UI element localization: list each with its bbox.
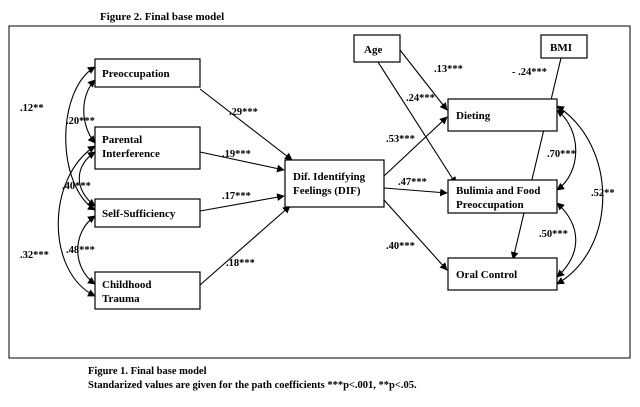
caption-line-2: Standarized values are given for the pat…: [88, 380, 417, 391]
corr-value-preoccupation-selfsufficiency: .12**: [20, 103, 44, 114]
node-label: Parental: [102, 134, 142, 146]
corr-dieting-oral: [556, 105, 604, 285]
node-label: BMI: [550, 42, 572, 54]
node-preoccupation: Preoccupation: [94, 58, 201, 88]
node-dieting: Dieting: [447, 98, 558, 132]
coef-parental-dif: .19***: [222, 149, 251, 160]
coef-dif-bulimia: .47***: [398, 177, 427, 188]
node-bmi: BMI: [540, 34, 588, 59]
corr-value-parental-selfsufficiency: .40***: [62, 181, 91, 192]
path-selfsufficiency-to-dif: [199, 193, 285, 212]
corr-value-parental-trauma: .32***: [20, 250, 49, 261]
coef-dif-dieting: .53***: [386, 134, 415, 145]
node-oral-control: Oral Control: [447, 257, 558, 291]
coef-dif-oral: .40***: [386, 241, 415, 252]
path-preoccupation-to-dif: [199, 88, 293, 161]
node-label: Oral Control: [456, 269, 517, 281]
path-parental-to-dif: [199, 151, 285, 173]
coef-age-dieting: .13***: [434, 64, 463, 75]
path-bmi-to-oral: [510, 57, 562, 260]
corr-value-preoccupation-parental: .20***: [66, 116, 95, 127]
path-coefficients: .29*** .19*** .17*** .18*** .53*** .47**…: [222, 64, 547, 269]
node-label: Bulimia and Food: [456, 185, 540, 197]
corr-parental-trauma: [57, 145, 96, 297]
path-dif-to-oral: [383, 199, 448, 271]
coef-selfsufficiency-dif: .17***: [222, 191, 251, 202]
corr-preoccupation-selfsufficiency: [65, 66, 96, 211]
corr-selfsufficiency-trauma: [77, 215, 96, 285]
node-label: Trauma: [102, 293, 140, 305]
corr-value-dieting-bulimia: .70***: [547, 149, 576, 160]
node-label: Preoccupation: [102, 68, 170, 80]
node-label: Childhood: [102, 279, 152, 291]
path-age-to-dieting: [399, 49, 448, 111]
node-bulimia: Bulimia and Food Preoccupation: [447, 179, 558, 214]
node-dif: Dif. Identifying Feelings (DIF): [284, 159, 385, 208]
node-parental-interference: Parental Interference: [94, 126, 201, 170]
coef-trauma-dif: .18***: [226, 258, 255, 269]
corr-value-bulimia-oral: .50***: [539, 229, 568, 240]
node-label: Dieting: [456, 110, 491, 122]
node-label: Dif. Identifying: [293, 171, 366, 183]
edges: [57, 49, 604, 297]
path-age-to-bulimia: [377, 61, 457, 185]
path-trauma-to-dif: [199, 205, 291, 286]
corr-preoccupation-parental: [83, 79, 96, 144]
figure-title: Figure 2. Final base model: [100, 11, 224, 23]
coef-age-bulimia: .24***: [406, 93, 435, 104]
node-age: Age: [353, 34, 401, 63]
node-label: Interference: [102, 148, 160, 160]
node-label: Self-Sufficiency: [102, 208, 176, 220]
node-label: Preoccupation: [456, 199, 524, 211]
coef-preoccupation-dif: .29***: [229, 107, 258, 118]
node-childhood-trauma: Childhood Trauma: [94, 271, 201, 310]
node-self-sufficiency: Self-Sufficiency: [94, 198, 201, 228]
correlation-coefficients: .12** .20*** .40*** .32*** .48*** .70***…: [20, 103, 615, 261]
corr-value-dieting-oral: .52**: [591, 188, 615, 199]
node-label: Feelings (DIF): [293, 185, 361, 197]
path-dif-to-dieting: [383, 116, 448, 177]
path-dif-to-bulimia: [383, 187, 448, 197]
coef-bmi-oral: - .24***: [512, 67, 547, 78]
caption-line-1: Figure 1. Final base model: [88, 366, 207, 377]
node-label: Age: [364, 44, 382, 56]
corr-value-selfsufficiency-trauma: .48***: [66, 245, 95, 256]
